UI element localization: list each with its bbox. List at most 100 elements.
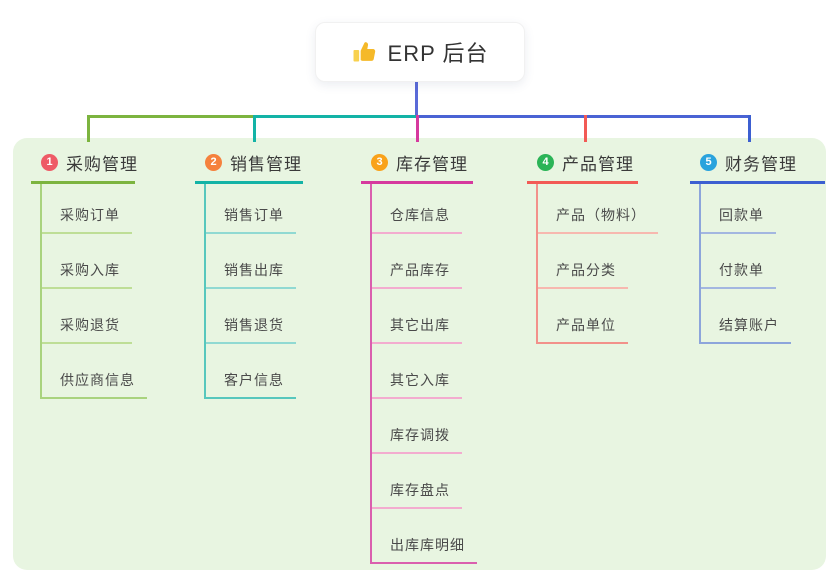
- connector-line: [584, 115, 587, 142]
- child-underline: 回款单: [701, 205, 776, 234]
- child-node[interactable]: 库存盘点: [372, 454, 477, 509]
- child-label: 销售出库: [224, 262, 284, 278]
- child-label: 出库库明细: [390, 537, 465, 553]
- child-label: 其它入库: [390, 372, 450, 388]
- connector-line: [87, 115, 90, 142]
- child-underline: 产品分类: [538, 260, 628, 289]
- connector-line: [255, 115, 418, 118]
- root-title: ERP 后台: [387, 41, 489, 66]
- child-node[interactable]: 结算账户: [701, 289, 825, 344]
- child-node[interactable]: 供应商信息: [42, 344, 147, 399]
- child-underline: 仓库信息: [372, 205, 462, 234]
- child-label: 采购退货: [60, 317, 120, 333]
- child-label: 供应商信息: [60, 372, 135, 388]
- root-node[interactable]: ERP 后台: [315, 22, 525, 82]
- branch-children: 产品（物料） 产品分类产品单位: [536, 184, 658, 344]
- branch-label: 产品管理: [562, 155, 634, 174]
- branch-index-badge: 3: [371, 154, 388, 171]
- branch-header[interactable]: 2 销售管理: [195, 150, 303, 184]
- child-label: 库存盘点: [390, 482, 450, 498]
- branch-label: 采购管理: [66, 155, 138, 174]
- child-label: 采购订单: [60, 207, 120, 223]
- child-underline: 销售出库: [206, 260, 296, 289]
- child-node[interactable]: 其它入库: [372, 344, 477, 399]
- child-node[interactable]: 回款单: [701, 184, 825, 234]
- child-underline: 其它入库: [372, 370, 462, 399]
- child-underline: 供应商信息: [42, 370, 147, 399]
- branch-label: 销售管理: [230, 155, 302, 174]
- branch-children: 回款单付款单结算账户: [699, 184, 825, 344]
- branch-index-badge: 5: [700, 154, 717, 171]
- connector-line: [253, 115, 256, 142]
- child-node[interactable]: 产品库存: [372, 234, 477, 289]
- child-underline: 采购入库: [42, 260, 132, 289]
- child-label: 产品单位: [556, 317, 616, 333]
- connector-line: [87, 115, 255, 118]
- branch-header[interactable]: 1 采购管理: [31, 150, 138, 184]
- child-underline: 库存调拨: [372, 425, 462, 454]
- child-underline: 客户信息: [206, 370, 296, 399]
- child-label: 回款单: [719, 207, 764, 223]
- child-node[interactable]: 采购退货: [42, 289, 147, 344]
- branch-2: 2 销售管理 销售订单销售出库销售退货客户信息: [195, 150, 303, 399]
- connector-line: [415, 82, 418, 115]
- child-node[interactable]: 库存调拨: [372, 399, 477, 454]
- connector-line: [416, 115, 419, 142]
- child-label: 销售订单: [224, 207, 284, 223]
- child-label: 销售退货: [224, 317, 284, 333]
- child-node[interactable]: 采购订单: [42, 184, 147, 234]
- child-label: 付款单: [719, 262, 764, 278]
- child-node[interactable]: 销售订单: [206, 184, 303, 234]
- branch-children: 销售订单销售出库销售退货客户信息: [204, 184, 303, 399]
- branch-1: 1 采购管理 采购订单采购入库采购退货供应商信息: [31, 150, 147, 399]
- child-label: 产品（物料）: [556, 207, 646, 223]
- child-label: 其它出库: [390, 317, 450, 333]
- child-label: 客户信息: [224, 372, 284, 388]
- thumbs-up-icon: [353, 42, 375, 62]
- child-node[interactable]: 产品（物料）: [538, 184, 658, 234]
- child-node[interactable]: 其它出库: [372, 289, 477, 344]
- branch-header[interactable]: 4 产品管理: [527, 150, 638, 184]
- child-label: 产品库存: [390, 262, 450, 278]
- child-underline: 其它出库: [372, 315, 462, 344]
- branch-header[interactable]: 3 库存管理: [361, 150, 473, 184]
- child-node[interactable]: 销售退货: [206, 289, 303, 344]
- branch-4: 4 产品管理 产品（物料） 产品分类产品单位: [527, 150, 658, 344]
- branch-index-badge: 2: [205, 154, 222, 171]
- branch-5: 5 财务管理 回款单付款单结算账户: [690, 150, 825, 344]
- child-node[interactable]: 采购入库: [42, 234, 147, 289]
- child-underline: 出库库明细: [372, 535, 477, 564]
- branches-panel: [13, 138, 826, 570]
- child-node[interactable]: 产品分类: [538, 234, 658, 289]
- child-underline: 产品（物料）: [538, 205, 658, 234]
- connector-line: [748, 115, 751, 142]
- child-node[interactable]: 仓库信息: [372, 184, 477, 234]
- child-label: 产品分类: [556, 262, 616, 278]
- child-underline: 产品单位: [538, 315, 628, 344]
- child-label: 库存调拨: [390, 427, 450, 443]
- branch-children: 采购订单采购入库采购退货供应商信息: [40, 184, 147, 399]
- child-underline: 产品库存: [372, 260, 462, 289]
- child-label: 采购入库: [60, 262, 120, 278]
- child-underline: 采购订单: [42, 205, 132, 234]
- child-label: 仓库信息: [390, 207, 450, 223]
- child-underline: 采购退货: [42, 315, 132, 344]
- child-node[interactable]: 销售出库: [206, 234, 303, 289]
- child-underline: 付款单: [701, 260, 776, 289]
- child-node[interactable]: 出库库明细: [372, 509, 477, 564]
- child-underline: 结算账户: [701, 315, 791, 344]
- branch-header[interactable]: 5 财务管理: [690, 150, 825, 184]
- child-label: 结算账户: [719, 317, 779, 333]
- branch-label: 库存管理: [396, 155, 468, 174]
- branch-3: 3 库存管理 仓库信息产品库存其它出库其它入库库存调拨库存盘点出库库明细: [361, 150, 477, 564]
- branch-label: 财务管理: [725, 155, 797, 174]
- branch-index-badge: 1: [41, 154, 58, 171]
- child-node[interactable]: 产品单位: [538, 289, 658, 344]
- child-underline: 销售订单: [206, 205, 296, 234]
- child-node[interactable]: 客户信息: [206, 344, 303, 399]
- branch-children: 仓库信息产品库存其它出库其它入库库存调拨库存盘点出库库明细: [370, 184, 477, 564]
- branch-index-badge: 4: [537, 154, 554, 171]
- child-underline: 销售退货: [206, 315, 296, 344]
- child-node[interactable]: 付款单: [701, 234, 825, 289]
